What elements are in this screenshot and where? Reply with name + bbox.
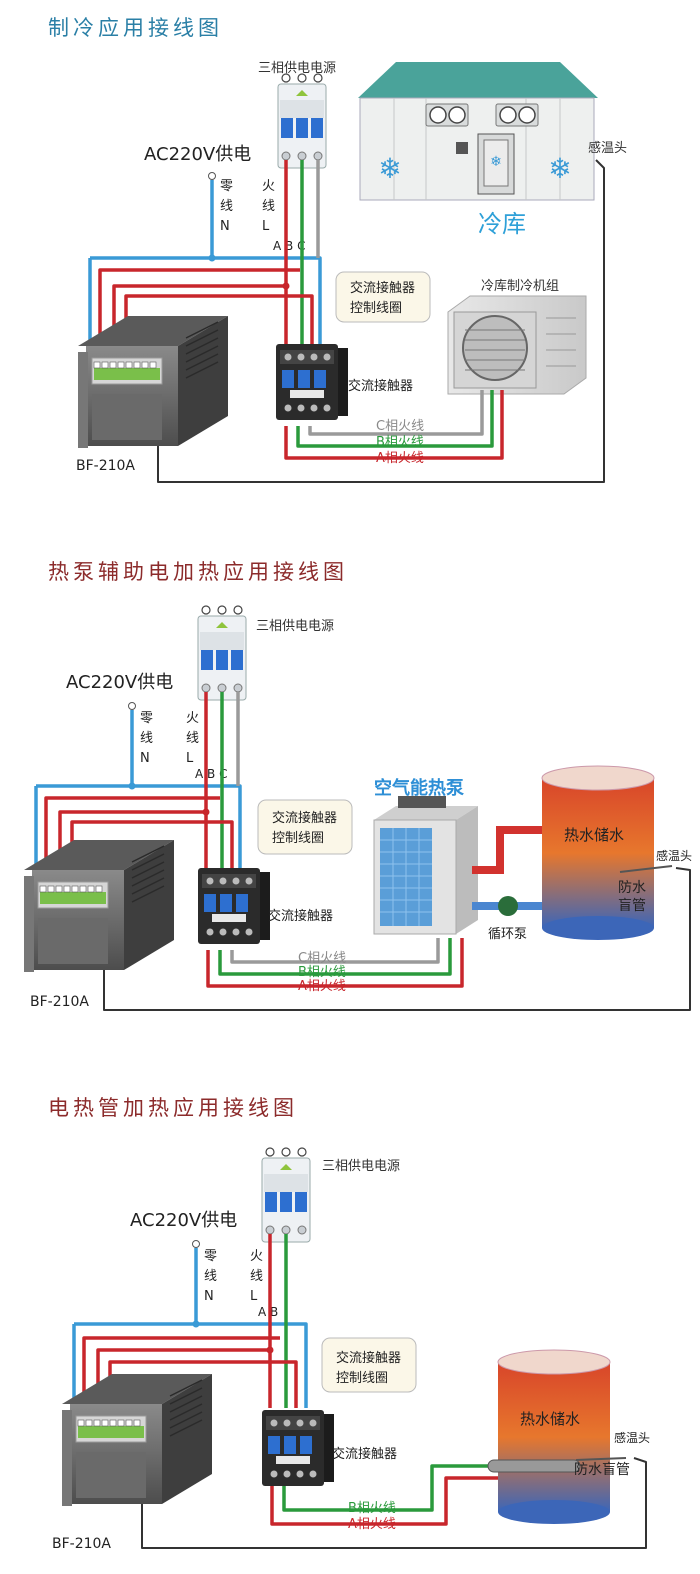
diagram-cooling: ❄ ❄ ❄ 冷库 感温头 冷库制冷机组 三相供电电源 AC220V供电 零 线 … [76, 61, 627, 483]
section-title-heater: 电热管加热应用接线图 [48, 1096, 298, 1120]
neutral-label-2: 线 [220, 199, 233, 214]
neutral-label-3: N [140, 751, 150, 766]
snowflake-icon: ❄ [378, 152, 401, 185]
sensor-label: 感温头 [614, 1430, 650, 1445]
wire-label-b: B相火线 [298, 965, 346, 980]
sensor-label: 感温头 [588, 140, 627, 156]
wire-label-c: C相火线 [298, 951, 346, 966]
neutral-label-3: N [204, 1289, 214, 1304]
wire-label-a: A相火线 [298, 979, 346, 994]
cold-room-label: 冷库 [478, 210, 526, 238]
ac220v-label: AC220V供电 [66, 672, 173, 693]
coil-callout [335, 271, 431, 323]
pipe-label-1: 防水 [618, 880, 646, 896]
diagram-heater: 三相供电电源 AC220V供电 零 线 N 火 线 L A B 交流接触器 控制… [52, 1147, 650, 1552]
phase-labels: A B [258, 1305, 278, 1319]
power-source-label: 三相供电电源 [256, 619, 334, 634]
tank-label: 热水储水 [520, 1410, 580, 1428]
controller-label: BF-210A [30, 994, 89, 1010]
cold-room-roof [358, 62, 598, 98]
heat-pump-label: 空气能热泵 [374, 777, 464, 799]
sensor-label: 感温头 [656, 848, 692, 863]
power-source-label: 三相供电电源 [258, 61, 336, 76]
controller-label: BF-210A [52, 1536, 111, 1552]
wire-label-c: C相火线 [376, 419, 424, 434]
neutral-label-2: 线 [140, 731, 153, 746]
contactor-label: 交流接触器 [348, 378, 413, 394]
live-label-1: 火 [250, 1249, 263, 1264]
live-label-1: 火 [186, 711, 199, 726]
bf210a-controller [23, 839, 175, 973]
neutral-label-2: 线 [204, 1269, 217, 1284]
heating-tube [487, 1459, 581, 1473]
ac-contactor [198, 868, 270, 944]
diagram-heatpump: 三相供电电源 AC220V供电 零 线 N 火 线 L A B C 交流接触器 [23, 605, 692, 1011]
three-phase-breaker [277, 73, 327, 169]
ac-contactor [262, 1410, 334, 1486]
pipe-label-2: 盲管 [618, 897, 646, 914]
neutral-label-1: 零 [204, 1249, 217, 1264]
neutral-label-1: 零 [140, 711, 153, 726]
contactor-label: 交流接触器 [332, 1446, 397, 1462]
heat-pump-unit [373, 796, 478, 935]
bf210a-controller [61, 1373, 213, 1507]
phase-labels: A B C [273, 239, 305, 253]
refrigeration-unit-label: 冷库制冷机组 [481, 278, 559, 294]
snowflake-icon: ❄ [548, 152, 571, 185]
live-label-1: 火 [262, 179, 275, 194]
wire-label-a: A相火线 [376, 451, 424, 466]
coil-label-1: 交流接触器 [350, 280, 415, 296]
contactor-label: 交流接触器 [268, 908, 333, 924]
pump-label: 循环泵 [488, 927, 527, 942]
live-label-2: 线 [250, 1269, 263, 1284]
coil-label-1: 交流接触器 [272, 810, 337, 826]
pump-icon [498, 896, 518, 916]
pipe-label: 防水盲管 [574, 1461, 630, 1478]
live-label-3: L [262, 219, 270, 234]
controller-label: BF-210A [76, 458, 135, 474]
power-source-label: 三相供电电源 [322, 1159, 400, 1174]
three-phase-breaker [261, 1147, 311, 1243]
wire-label-a: A相火线 [348, 1517, 396, 1532]
phase-labels: A B C [195, 767, 227, 781]
coil-label-2: 控制线圈 [272, 831, 324, 846]
live-label-3: L [250, 1289, 258, 1304]
coil-label-2: 控制线圈 [336, 1371, 388, 1386]
cold-room: ❄ ❄ ❄ [358, 62, 598, 201]
coil-label-2: 控制线圈 [350, 301, 402, 316]
section-title-heatpump: 热泵辅助电加热应用接线图 [48, 560, 348, 584]
coil-callout [321, 1337, 417, 1393]
coil-label-1: 交流接触器 [336, 1350, 401, 1366]
live-label-3: L [186, 751, 194, 766]
section-title-cooling: 制冷应用接线图 [48, 16, 223, 40]
bf210a-controller [77, 315, 229, 449]
wire-label-b: B相火线 [348, 1501, 396, 1516]
tank-label: 热水储水 [564, 826, 624, 844]
three-phase-breaker [197, 605, 247, 701]
neutral-label-3: N [220, 219, 230, 234]
ac220v-label: AC220V供电 [144, 144, 251, 165]
neutral-label-1: 零 [220, 179, 233, 194]
coil-callout [257, 799, 353, 855]
snowflake-icon: ❄ [490, 154, 502, 170]
ac-contactor [276, 344, 348, 420]
ac220v-label: AC220V供电 [130, 1210, 237, 1231]
refrigeration-unit [447, 295, 587, 395]
wire-label-b: B相火线 [376, 435, 424, 450]
live-label-2: 线 [262, 199, 275, 214]
hot-water-tank [497, 1349, 611, 1525]
live-label-2: 线 [186, 731, 199, 746]
